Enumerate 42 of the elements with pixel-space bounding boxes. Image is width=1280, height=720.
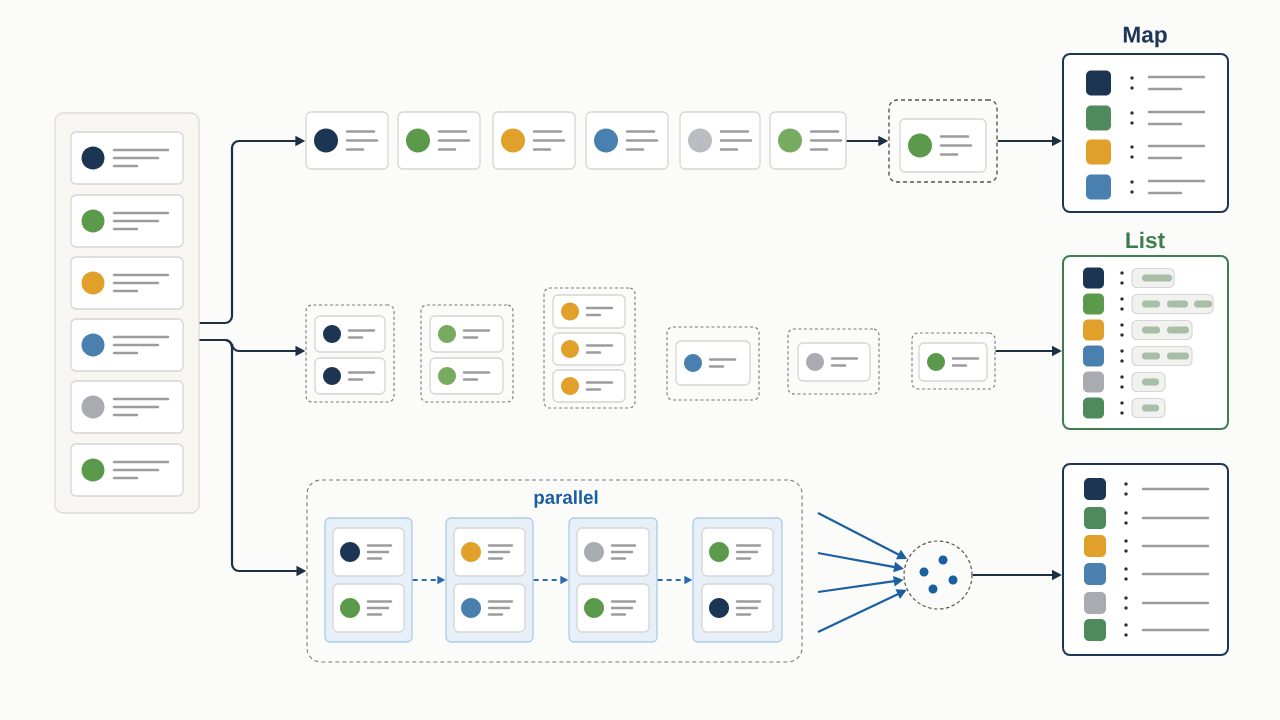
dashed-group xyxy=(666,326,760,401)
card xyxy=(305,111,389,170)
heading: List xyxy=(1126,231,1165,249)
card xyxy=(70,194,184,248)
card xyxy=(797,342,871,382)
dashed-circle xyxy=(903,540,973,610)
card xyxy=(453,583,526,633)
dashed-group xyxy=(305,304,395,403)
card xyxy=(769,111,847,170)
card xyxy=(918,342,988,382)
card xyxy=(576,527,650,577)
dashed-group xyxy=(911,332,996,390)
card xyxy=(701,527,774,577)
dashed-box xyxy=(888,99,998,183)
card xyxy=(492,111,576,170)
card xyxy=(332,527,405,577)
card xyxy=(70,318,184,372)
card xyxy=(314,315,386,353)
card xyxy=(576,583,650,633)
card xyxy=(314,357,386,395)
heading: parallel xyxy=(534,490,598,508)
card xyxy=(397,111,481,170)
card xyxy=(429,315,504,353)
card xyxy=(70,380,184,434)
dashed-group xyxy=(543,287,636,409)
card xyxy=(899,118,987,173)
card xyxy=(675,340,751,386)
card xyxy=(70,256,184,310)
card xyxy=(70,131,184,185)
card xyxy=(552,294,626,329)
dashed-group xyxy=(420,304,514,403)
card xyxy=(332,583,405,633)
dashed-group xyxy=(787,328,880,395)
card xyxy=(701,583,774,633)
card xyxy=(429,357,504,395)
card xyxy=(70,443,184,497)
card xyxy=(585,111,669,170)
card xyxy=(679,111,761,170)
card xyxy=(453,527,526,577)
card xyxy=(552,332,626,366)
heading: Map xyxy=(1123,26,1167,48)
card xyxy=(552,369,626,403)
